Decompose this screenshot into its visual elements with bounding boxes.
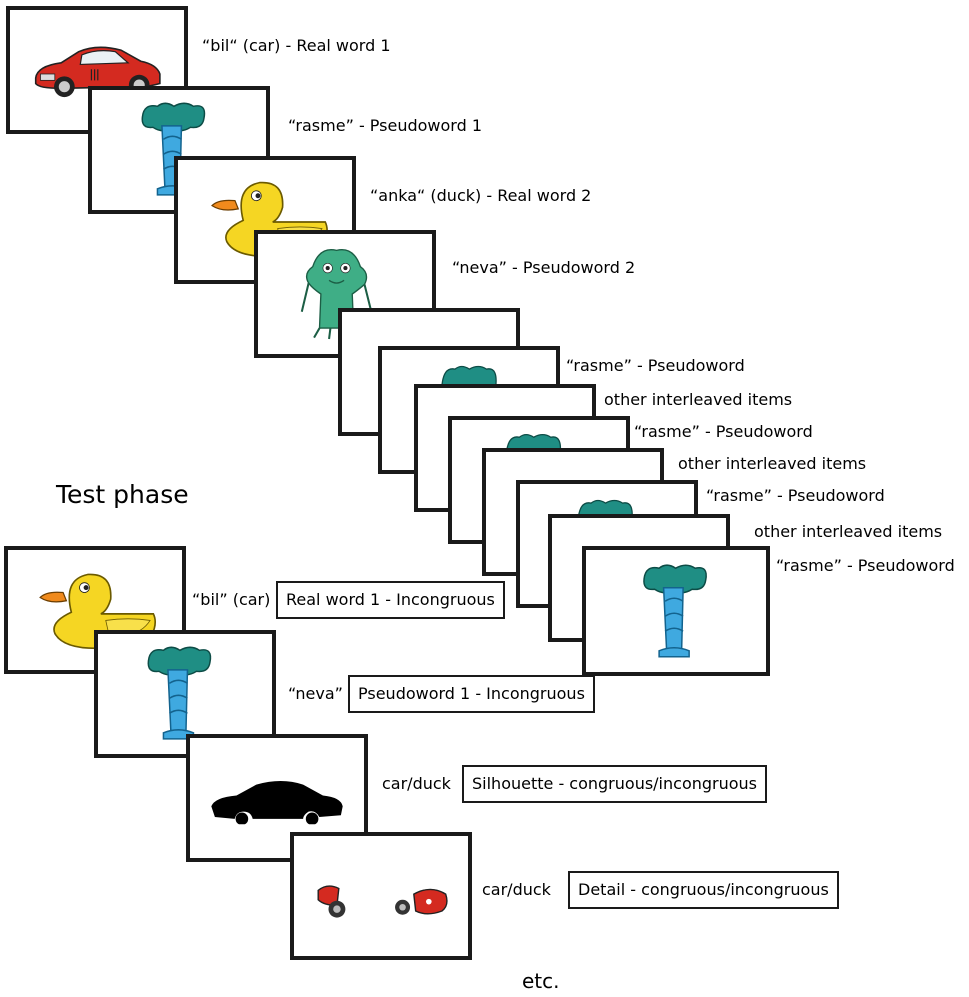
repeat-label-1: “rasme” - Pseudoword bbox=[566, 356, 745, 375]
repeat-label-2: other interleaved items bbox=[604, 390, 793, 409]
footer-etc: etc. bbox=[522, 969, 560, 993]
study-label-4: “neva” - Pseudoword 2 bbox=[452, 258, 636, 277]
test-phase-title: Test phase bbox=[56, 480, 189, 509]
study-label-1: “bil“ (car) - Real word 1 bbox=[202, 36, 391, 55]
repeat-label-3: “rasme” - Pseudoword bbox=[634, 422, 813, 441]
test-cue-4: car/duck bbox=[482, 880, 551, 899]
study-label-2: “rasme” - Pseudoword 1 bbox=[288, 116, 483, 135]
pseudoword-object-image bbox=[643, 564, 707, 658]
test-condition-3: Silhouette - congruous/incongruous bbox=[462, 765, 768, 803]
study-label-3: “anka“ (duck) - Real word 2 bbox=[370, 186, 592, 205]
repeat-label-7: “rasme” - Pseudoword bbox=[776, 556, 955, 575]
repeat-card-8 bbox=[582, 546, 770, 676]
test-card-4 bbox=[290, 832, 472, 960]
test-condition-1: Real word 1 - Incongruous bbox=[276, 581, 505, 619]
car-details-image bbox=[317, 885, 448, 919]
test-cue-3: car/duck bbox=[382, 774, 451, 793]
repeat-label-6: other interleaved items bbox=[754, 522, 943, 541]
test-condition-2: Pseudoword 1 - Incongruous bbox=[348, 675, 595, 713]
test-cue-1: “bil” (car) bbox=[192, 590, 271, 609]
repeat-label-4: other interleaved items bbox=[678, 454, 867, 473]
test-condition-4: Detail - congruous/incongruous bbox=[568, 871, 839, 909]
test-cue-2: “neva” bbox=[288, 684, 343, 703]
repeat-label-5: “rasme” - Pseudoword bbox=[706, 486, 885, 505]
